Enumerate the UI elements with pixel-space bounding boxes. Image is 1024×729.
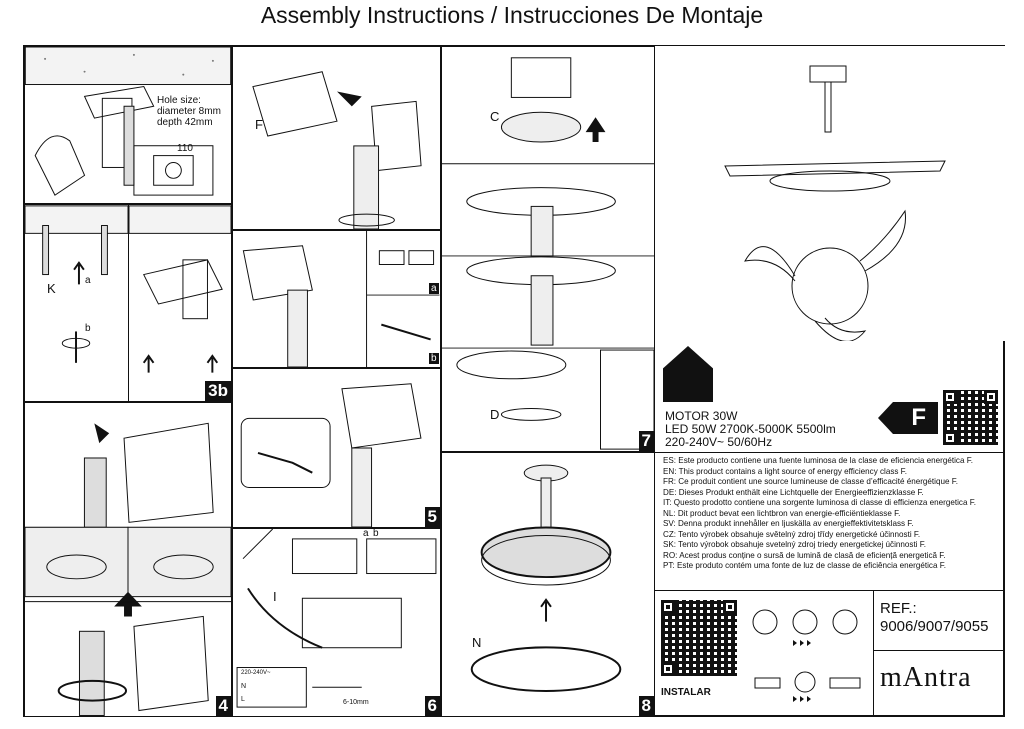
- step-3b-panel: 3b: [128, 204, 232, 402]
- footer-divider: [655, 590, 1005, 591]
- canopy-cover-drawing: [442, 57, 654, 450]
- label-d: D: [490, 407, 500, 422]
- legal-de: DE: Dieses Produkt enthält eine Lichtque…: [663, 487, 924, 497]
- ref-divider: [873, 590, 874, 717]
- label-b: b: [85, 323, 91, 334]
- page-title: Assembly Instructions / Instrucciones De…: [260, 2, 764, 28]
- step-6-panel: I a b 220-240V~ N L 6-10mm 6: [232, 528, 441, 717]
- step-number-4: 4: [215, 696, 231, 716]
- energy-class-f-icon: F: [878, 402, 938, 434]
- warning-icons: [752, 609, 861, 702]
- label-n: N: [472, 635, 482, 650]
- energy-legal-text: ES: Este producto contiene una fuente lu…: [663, 456, 1003, 572]
- wire-plug-drawing: [240, 383, 422, 527]
- legal-pt: PT: Este produto contém uma fonte de luz…: [663, 561, 946, 571]
- canopy-mount-drawing: [25, 422, 231, 716]
- legal-nl: NL: Dit product bevat een lichtbron van …: [663, 508, 901, 518]
- ref-label: REF.:: [880, 600, 917, 617]
- label-c: C: [490, 109, 500, 124]
- step-1-panel: Hole size: diameter 8mm depth 42mm 110: [24, 46, 232, 204]
- instal-label: INSTALAR: [661, 687, 711, 698]
- anchor-bolt-drawing: [25, 205, 128, 363]
- step-4-connector-panel: a b: [232, 230, 441, 368]
- legal-ro: RO: Acest produs conține o sursă de lumi…: [663, 550, 946, 560]
- step-2-panel: K a b: [24, 204, 129, 402]
- step-5-panel: 5: [232, 368, 441, 528]
- qr-code-icon: [943, 390, 998, 445]
- neutral-label: N: [241, 683, 247, 690]
- bracket-mount-drawing: [129, 205, 231, 373]
- legal-sk: SK: Tento výrobok obsahuje svetelný zdro…: [663, 540, 927, 550]
- step-number-6: 6: [424, 696, 440, 716]
- step-number-7: 7: [638, 431, 654, 451]
- legal-fr: FR: Ce produit contient une source lumin…: [663, 477, 958, 487]
- step-number-8: 8: [638, 696, 654, 716]
- ref-codes: 9006/9007/9055: [880, 618, 989, 635]
- label-a-connector: a: [429, 283, 439, 294]
- spec-motor: MOTOR 30W: [665, 409, 738, 423]
- motor-hook-drawing: [252, 71, 422, 229]
- legal-cz: CZ: Tento výrobek obsahuje světelný zdro…: [663, 529, 921, 539]
- label-b-connector: b: [429, 353, 439, 364]
- label-a: a: [85, 275, 91, 286]
- spec-led: LED 50W 2700K-5000K 5500lm: [665, 422, 836, 436]
- hole-size-label: Hole size:: [157, 95, 201, 106]
- live-label: L: [241, 696, 245, 703]
- brand-divider: [873, 650, 1005, 651]
- step-number-5: 5: [424, 507, 440, 527]
- spec-voltage: 220-240V~ 50/60Hz: [665, 435, 773, 449]
- legal-es: ES: Este producto contiene una fuente lu…: [663, 456, 974, 465]
- step-4-panel: 4: [24, 402, 232, 717]
- step-number-3b: 3b: [205, 381, 231, 401]
- instal-qr-code-icon[interactable]: [661, 600, 737, 676]
- legal-en: EN: This product contains a light source…: [663, 466, 907, 476]
- specs-block: MOTOR 30W LED 50W 2700K-5000K 5500lm 220…: [665, 410, 836, 449]
- step-8-panel: N 8: [441, 452, 655, 717]
- voltage-label: 220-240V~: [241, 670, 271, 676]
- wire-connector-drawing: [242, 231, 440, 367]
- step-3-panel: F: [232, 46, 441, 230]
- legal-divider: [655, 452, 1005, 453]
- label-b-terminal: b: [373, 528, 379, 539]
- light-diffuser-drawing: [470, 464, 622, 692]
- bracket-width-label: 110: [177, 143, 193, 154]
- fan-product-panel: [655, 46, 1005, 341]
- hole-depth-label: depth 42mm: [157, 117, 213, 128]
- ref-block: REF.: 9006/9007/9055: [880, 600, 988, 636]
- label-i: I: [273, 589, 277, 604]
- legal-sv: SV: Denna produkt innehåller en ljuskäll…: [663, 519, 914, 529]
- step-7-panel: C D 7: [441, 46, 655, 452]
- brand-logo: mAntra: [880, 662, 972, 693]
- label-f: F: [255, 117, 263, 132]
- terminal-block-drawing: [236, 529, 437, 708]
- label-a-terminal: a: [363, 528, 369, 539]
- hole-diameter-label: diameter 8mm: [157, 106, 221, 117]
- label-k: K: [47, 281, 56, 296]
- ceiling-fan-drawing: [724, 65, 946, 341]
- strip-length-label: 6-10mm: [343, 699, 369, 706]
- ceiling-bracket-drawing: [25, 47, 231, 196]
- legal-it: IT: Questo prodotto contiene una sorgent…: [663, 498, 976, 508]
- led-icon: [752, 609, 861, 693]
